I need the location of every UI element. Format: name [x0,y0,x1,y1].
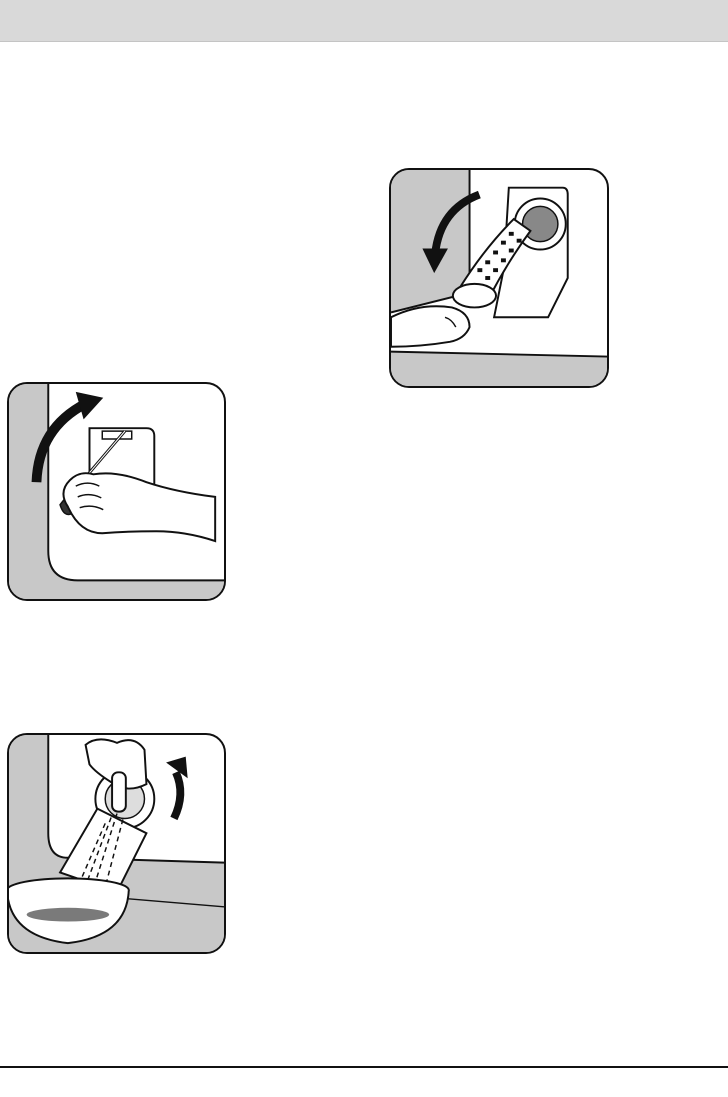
curved-arrow-icon [166,757,188,819]
illustration-open-flap [7,382,226,601]
footer-rule [0,1066,728,1068]
hand-icon [391,306,470,347]
illustration-remove-filter [389,168,609,388]
hand-icon [63,473,215,541]
header-band [0,0,728,42]
illustration-drain-water [7,733,226,954]
